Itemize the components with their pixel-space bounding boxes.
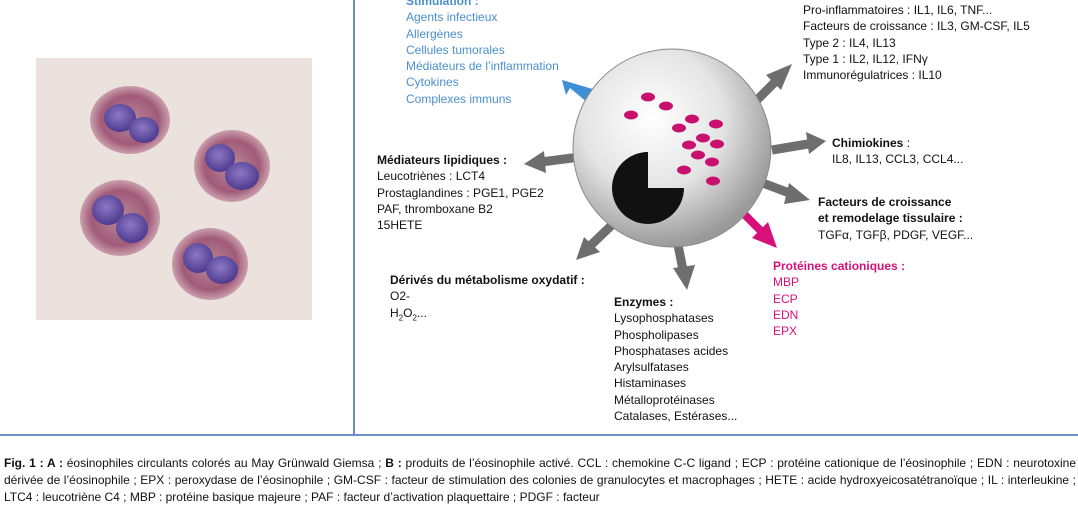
- lipid-line: Prostaglandines : PGE1, PGE2: [377, 185, 544, 200]
- enzyme-line: Catalases, Estérases...: [614, 409, 738, 424]
- lipid-line: PAF, thromboxane B2: [377, 201, 493, 216]
- stimulation-item: Agents infectieux: [406, 10, 498, 25]
- cytokines-block: Pro-inflammatoires : IL1, IL6, TNF... Fa…: [803, 2, 1030, 83]
- cationic-block: Protéines cationiques : MBP ECP EDN EPX: [773, 258, 905, 339]
- growth-title: Facteurs de croissance: [818, 195, 952, 209]
- eosinophils-micrograph: [36, 58, 312, 320]
- figure-frame: [0, 434, 1078, 436]
- gray-arrows: [524, 64, 826, 290]
- oxidative-h2o2: H2O2...: [390, 305, 585, 327]
- cell-granules: [624, 92, 724, 186]
- enzyme-line: Histaminases: [614, 376, 687, 391]
- cationic-line: EDN: [773, 307, 799, 322]
- stimulation-item: Allergènes: [406, 26, 463, 41]
- cytokine-line: Pro-inflammatoires : IL1, IL6, TNF...: [803, 3, 993, 17]
- cytokine-line: Type 1 : IL2, IL12, IFNγ: [803, 51, 928, 66]
- growth-line: TGFα, TGFβ, PDGF, VEGF...: [818, 227, 974, 242]
- growth-title: et remodelage tissulaire :: [818, 211, 963, 226]
- diagram-graphics: [524, 48, 826, 290]
- h2o2-tail: ...: [416, 305, 427, 320]
- cytokine-line: Facteurs de croissance : IL3, GM-CSF, IL…: [803, 19, 1030, 34]
- stimulation-item: Cellules tumorales: [406, 42, 505, 57]
- enzyme-line: Phosphatases acides: [614, 343, 729, 358]
- eosinophil-cell-1: [90, 86, 170, 154]
- oxidative-title: Dérivés du métabolisme oxydatif :: [390, 273, 585, 287]
- activated-eosinophil-cell: [572, 48, 772, 248]
- chimiokines-block: Chimiokines : IL8, IL13, CCL3, CCL4...: [832, 135, 963, 168]
- stimulation-item: Complexes immuns: [406, 91, 512, 106]
- enzyme-line: Phospholipases: [614, 327, 699, 342]
- cationic-line: EPX: [773, 324, 798, 339]
- arrow-growth: [758, 177, 810, 204]
- stimulation-block: Stimulation : Agents infectieux Allergèn…: [406, 0, 559, 107]
- h2o2-h: H: [390, 305, 399, 320]
- h2o2-sub: 2: [412, 312, 417, 322]
- stimulation-item: Médiateurs de l’inflammation: [406, 59, 559, 74]
- panel-divider: [353, 0, 355, 436]
- lipid-title: Médiateurs lipidiques :: [377, 153, 508, 167]
- oxidative-block: Dérivés du métabolisme oxydatif : O2- H2…: [390, 272, 585, 326]
- cytokine-line: Type 2 : IL4, IL13: [803, 35, 896, 50]
- caption-text-b: produits de l’éosinophile activé. CCL : …: [4, 456, 1077, 504]
- enzymes-block: Enzymes : Lysophosphatases Phospholipase…: [614, 294, 737, 424]
- eosinophil-cell-2: [194, 130, 270, 202]
- lipid-block: Médiateurs lipidiques : Leucotriènes : L…: [377, 152, 544, 233]
- arrow-chimiokines: [771, 132, 826, 155]
- growth-block: Facteurs de croissance et remodelage tis…: [818, 194, 973, 243]
- chimiokines-title: Chimiokines: [832, 136, 904, 150]
- enzymes-title: Enzymes :: [614, 295, 674, 309]
- chimiokines-title-suffix: :: [903, 136, 911, 150]
- eosinophil-cell-3: [80, 180, 160, 256]
- micrograph-drawing: [80, 86, 270, 300]
- cell-nucleus: [612, 152, 684, 224]
- figure-caption: Fig. 1 : A : éosinophiles circulants col…: [4, 455, 1076, 506]
- arrow-oxidative: [576, 218, 619, 260]
- arrow-cationic: [739, 209, 777, 248]
- cytokine-line: Immunorégulatrices : IL10: [803, 68, 942, 83]
- arrow-enzymes: [672, 239, 695, 290]
- h2o2-o: O: [403, 305, 413, 320]
- oxidative-line: O2-: [390, 289, 411, 304]
- h2o2-sub: 2: [398, 312, 404, 322]
- chimiokines-line: IL8, IL13, CCL3, CCL4...: [832, 152, 964, 167]
- cationic-line: MBP: [773, 275, 800, 290]
- cationic-line: ECP: [773, 291, 798, 306]
- stimulation-title: Stimulation :: [406, 0, 479, 8]
- enzyme-line: Arylsulfatases: [614, 360, 689, 375]
- enzyme-line: Métalloprotéinases: [614, 392, 715, 407]
- caption-label-a: Fig. 1 : A :: [4, 456, 63, 470]
- enzyme-line: Lysophosphatases: [614, 311, 714, 326]
- cationic-title: Protéines cationiques :: [773, 259, 906, 273]
- stimulation-item: Cytokines: [406, 75, 459, 90]
- caption-text-a: éosinophiles circulants colorés au May G…: [62, 456, 386, 470]
- lipid-line: Leucotriènes : LCT4: [377, 169, 486, 184]
- caption-label-b: B :: [385, 456, 402, 470]
- eosinophil-cell-4: [172, 228, 248, 300]
- lipid-line: 15HETE: [377, 218, 423, 233]
